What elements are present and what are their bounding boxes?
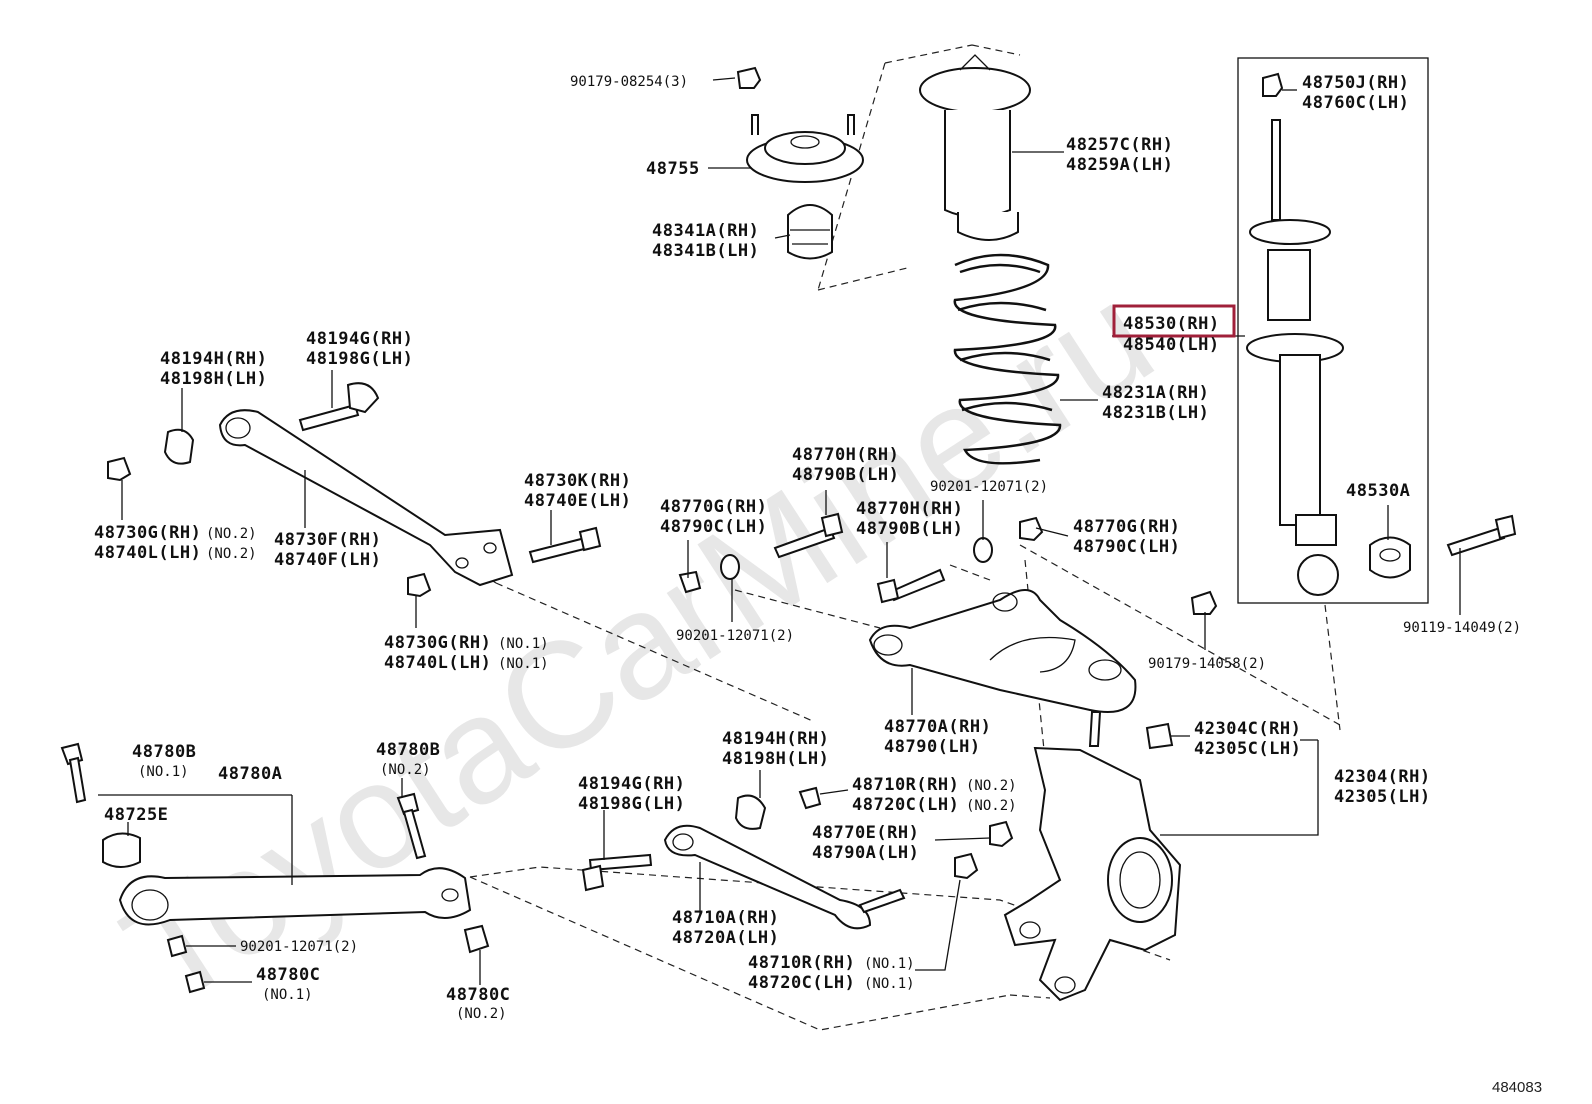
label-48198g-top[interactable]: 48198G(LH) (306, 349, 413, 369)
nut-90179-08254-icon (736, 66, 762, 89)
label-no2-780c: (NO.2) (456, 1006, 507, 1022)
label-90201-bottom[interactable]: 90201-12071(2) (240, 939, 358, 955)
label-48231b[interactable]: 48231B(LH) (1102, 403, 1209, 423)
label-48730k[interactable]: 48730K(RH) (524, 471, 631, 491)
label-90179-14058[interactable]: 90179-14058(2) (1148, 656, 1266, 672)
knuckle-42304-icon (1003, 746, 1182, 1002)
top-rod-hardware-icon (107, 382, 602, 598)
label-48770g-right[interactable]: 48770G(RH) (1073, 517, 1180, 537)
label-48770h-top[interactable]: 48770H(RH) (792, 445, 899, 465)
upper-support-48755-icon (746, 114, 864, 183)
label-48760c[interactable]: 48760C(LH) (1302, 93, 1409, 113)
label-48710a[interactable]: 48710A(RH) (672, 908, 779, 928)
label-48730f[interactable]: 48730F(RH) (274, 530, 381, 550)
toe-rod-48710a-icon (581, 786, 1014, 930)
label-48194h-bot[interactable]: 48194H(RH) (722, 729, 829, 749)
label-no1-780b: (NO.1) (138, 764, 189, 780)
label-42305[interactable]: 42305(LH) (1334, 787, 1431, 807)
label-48740e[interactable]: 48740E(LH) (524, 491, 631, 511)
upper-arm-48770a-icon (868, 589, 1137, 747)
label-48198h-bot[interactable]: 48198H(LH) (722, 749, 829, 769)
label-48790c-left[interactable]: 48790C(LH) (660, 517, 767, 537)
label-no1-a: (NO.1) (498, 636, 549, 652)
highlight-box-48530[interactable] (1112, 304, 1236, 338)
label-48720a[interactable]: 48720A(LH) (672, 928, 779, 948)
label-48790c-right[interactable]: 48790C(LH) (1073, 537, 1180, 557)
label-48710r-no2[interactable]: 48710R(RH) (852, 775, 959, 795)
bolt-90119-14049-icon (1446, 514, 1517, 557)
label-no2-710a: (NO.2) (966, 778, 1017, 794)
label-48341a[interactable]: 48341A(RH) (652, 221, 759, 241)
bushing-48530a-icon (1369, 536, 1411, 579)
nut-90179-14058-icon (1190, 590, 1218, 615)
label-42304[interactable]: 42304(RH) (1334, 767, 1431, 787)
label-48540-lh[interactable]: 48540(LH) (1123, 335, 1220, 355)
label-90119-14049[interactable]: 90119-14049(2) (1403, 620, 1521, 636)
boot-48257c-icon (919, 54, 1031, 241)
label-48730g-no2[interactable]: 48730G(RH) (94, 523, 201, 543)
label-no1-780c: (NO.1) (262, 987, 313, 1003)
lateral-rod-48730f-icon (218, 409, 514, 587)
label-no1-b: (NO.1) (498, 656, 549, 672)
label-48780c-right[interactable]: 48780C (446, 985, 510, 1005)
label-no2-a: (NO.2) (206, 526, 257, 542)
label-48740l-no2[interactable]: 48740L(LH) (94, 543, 201, 563)
label-no2-780b: (NO.2) (380, 762, 431, 778)
label-48725e[interactable]: 48725E (104, 805, 168, 825)
label-no2-b: (NO.2) (206, 546, 257, 562)
label-48770a[interactable]: 48770A(RH) (884, 717, 991, 737)
label-48770h-mid[interactable]: 48770H(RH) (856, 499, 963, 519)
lower-arm-48780a-icon (118, 867, 472, 926)
label-48198g-bot[interactable]: 48198G(LH) (578, 794, 685, 814)
shock-group-frame (1237, 57, 1429, 604)
label-48755[interactable]: 48755 (646, 159, 700, 179)
label-48730g-no1[interactable]: 48730G(RH) (384, 633, 491, 653)
label-42305c[interactable]: 42305C(LH) (1194, 739, 1301, 759)
part-labels: 90179-08254(3) 48755 48341A(RH) 48341B(L… (94, 73, 1542, 1096)
bump-stopper-48341-icon (787, 204, 833, 260)
label-48780a[interactable]: 48780A (218, 764, 282, 784)
label-48259a[interactable]: 48259A(LH) (1066, 155, 1173, 175)
label-48790[interactable]: 48790(LH) (884, 737, 981, 757)
label-48710r-no1[interactable]: 48710R(RH) (748, 953, 855, 973)
label-48198h-top[interactable]: 48198H(LH) (160, 369, 267, 389)
label-90201-mid[interactable]: 90201-12071(2) (676, 628, 794, 644)
figure-number: 484083 (1492, 1079, 1542, 1096)
upper-arm-bolts-icon (678, 512, 1044, 604)
label-48750j[interactable]: 48750J(RH) (1302, 73, 1409, 93)
label-42304c[interactable]: 42304C(RH) (1194, 719, 1301, 739)
label-90179-08254[interactable]: 90179-08254(3) (570, 74, 688, 90)
label-48740f[interactable]: 48740F(LH) (274, 550, 381, 570)
label-48780c-left[interactable]: 48780C (256, 965, 320, 985)
label-48770g-left[interactable]: 48770G(RH) (660, 497, 767, 517)
label-48194h-top[interactable]: 48194H(RH) (160, 349, 267, 369)
label-48194g-top[interactable]: 48194G(RH) (306, 329, 413, 349)
label-no2-710b: (NO.2) (966, 798, 1017, 814)
label-48790b-mid[interactable]: 48790B(LH) (856, 519, 963, 539)
label-48790a[interactable]: 48790A(LH) (812, 843, 919, 863)
label-48530-rh[interactable]: 48530(RH) (1123, 314, 1220, 334)
label-48770e[interactable]: 48770E(RH) (812, 823, 919, 843)
label-90201-top[interactable]: 90201-12071(2) (930, 479, 1048, 495)
label-48231a[interactable]: 48231A(RH) (1102, 383, 1209, 403)
label-no1-710a: (NO.1) (864, 956, 915, 972)
label-48780b-mid[interactable]: 48780B (376, 740, 440, 760)
bushing-42304c-icon (1145, 722, 1174, 750)
label-48780b-left[interactable]: 48780B (132, 742, 196, 762)
shock-absorber-48530-icon (1246, 72, 1344, 596)
label-no1-710b: (NO.1) (864, 976, 915, 992)
label-48740l-no1[interactable]: 48740L(LH) (384, 653, 491, 673)
label-48530a[interactable]: 48530A (1346, 481, 1410, 501)
lower-arm-hardware-icon (60, 742, 490, 994)
label-48257c[interactable]: 48257C(RH) (1066, 135, 1173, 155)
label-48341b[interactable]: 48341B(LH) (652, 241, 759, 261)
label-48720c-no1[interactable]: 48720C(LH) (748, 973, 855, 993)
label-48720c-no2[interactable]: 48720C(LH) (852, 795, 959, 815)
label-48790b-top[interactable]: 48790B(LH) (792, 465, 899, 485)
label-48194g-bot[interactable]: 48194G(RH) (578, 774, 685, 794)
coil-spring-48231-icon (953, 253, 1062, 465)
